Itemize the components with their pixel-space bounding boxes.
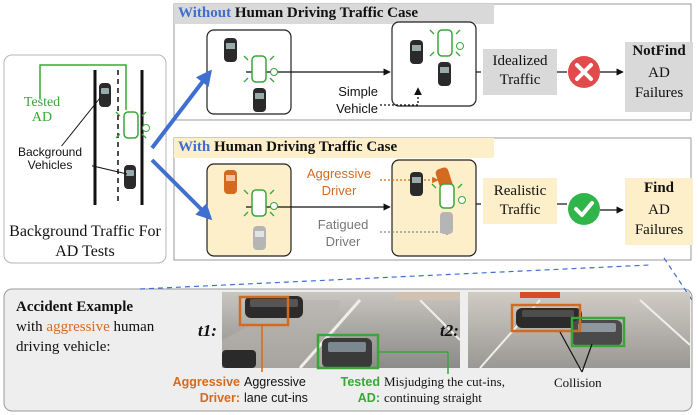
realistic-traffic-label: Realistic Traffic [493,183,547,218]
with-title-bar [174,138,494,158]
h-car-ad [243,189,278,217]
cross-icon [568,56,600,88]
find-title: Find [643,180,674,196]
h-car-aggressive [224,170,237,194]
t2-label: t2: [440,321,459,340]
accident-line2-highlight: aggressive [46,319,110,335]
tested-ad-key: Tested AD: [340,375,380,406]
idealized-traffic-label: Idealized Traffic [492,53,548,88]
w-car-bg-bottom [253,88,266,112]
notfind-text: AD Failures [634,65,684,101]
left-panel-caption: Background Traffic For AD Tests [9,223,161,260]
w2-car-bg-top [410,40,423,64]
without-scene-end [391,21,477,107]
bg-vehicles-leader-2 [59,97,101,149]
h2-car-bg [410,172,423,196]
aggressive-driver-desc: Aggressive lane cut-ins [244,375,308,406]
car-tested-ad [115,111,150,139]
background-vehicles-label: Background Vehicles [8,146,92,172]
h2-car-fatigued [440,212,453,234]
t2-tested-ad-box [570,316,626,348]
accident-title: Accident Example [16,299,134,315]
notfind-title: NotFind [632,43,686,59]
with-scene-end [391,159,477,257]
arrow-to-without [150,69,212,150]
leader-collision-a [559,331,583,373]
idealized-traffic-box [483,49,557,95]
check-icon [568,193,600,225]
w-car-bg-top [224,38,237,62]
h2-car-ad [431,183,466,209]
aggressive-driver-label: Aggressive Driver [306,166,372,198]
accident-line2: with aggressive human [16,319,155,336]
fatigued-driver-label: Fatigued Driver [317,217,369,249]
with-title: With Human Driving Traffic Case [178,139,398,156]
t1-aggressive-box [238,295,290,327]
leader-collision-b [581,343,593,373]
tested-ad-desc: Misjudging the cut-ins, continuing strai… [384,374,505,406]
with-title-highlight: With [178,139,211,155]
simple-vehicle-label: Simple Vehicle [336,84,378,116]
without-title-rest: Human Driving Traffic Case [231,5,419,21]
w2-car-bg-bottom [438,62,451,86]
w2-car-ad [429,29,464,57]
without-title: Without Human Driving Traffic Case [178,5,419,22]
car-bg-1 [99,83,111,107]
accident-line2-pre: with [16,319,47,335]
w-car-ad [243,55,278,83]
without-title-highlight: Without [178,5,232,21]
zoom-line-left [139,264,651,290]
h-car-fatigued [253,226,266,250]
tested-ad-leader [39,64,127,110]
with-scene-start [206,163,292,257]
without-title-bar [174,4,494,24]
aggressive-driver-key: Aggressive Driver: [172,375,240,406]
realistic-traffic-box [483,178,557,224]
tested-ad-label: Tested AD [23,95,61,125]
notfind-result-box [625,42,693,112]
find-text: AD Failures [634,202,684,238]
find-result-box [625,178,693,245]
sim-image-t1 [222,292,461,369]
with-title-rest: Human Driving Traffic Case [210,139,398,155]
collision-label: Collision [554,375,602,390]
arrow-to-with [150,158,213,221]
car-bg-2 [124,165,136,189]
accident-line3: driving vehicle: [16,339,111,355]
simple-vehicle-path [380,87,422,106]
t1-label: t1: [198,321,217,340]
accident-line2-post: human [109,319,155,335]
